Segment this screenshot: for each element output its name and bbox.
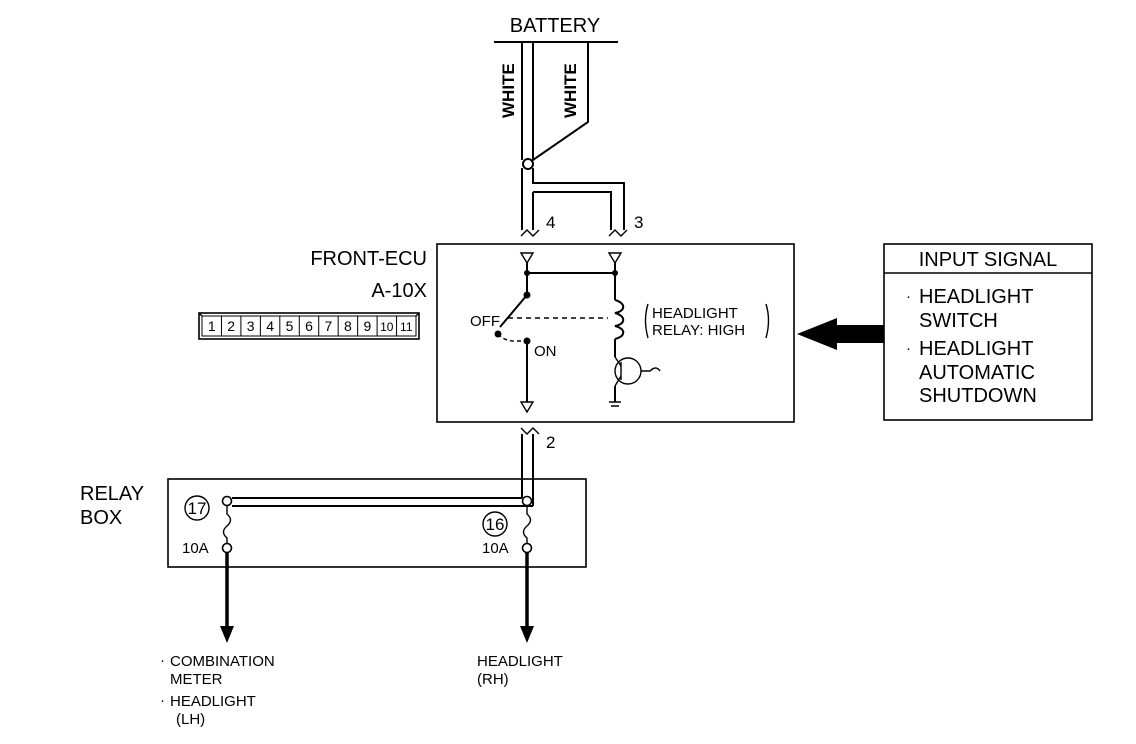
fuse-17-number: 17 [188,499,207,518]
ecu-terminal-3 [607,252,623,265]
output-arrow-right [520,626,534,643]
relay-box [167,478,587,568]
fuse-17-rating: 10A [182,540,209,557]
input-signal-arrow [797,318,884,350]
ecu-terminal-2 [519,401,535,414]
output-left-line1: COMBINATION [170,653,275,670]
connector-pin-6: 6 [305,318,313,334]
output-left-bullet-1: · [160,652,165,669]
driver-transistor [614,356,661,387]
switch-off-label: OFF [470,313,500,330]
connector-pin-11: 11 [400,320,413,334]
fuse-17-bottom-terminal [221,542,233,554]
connector-pin-10: 10 [380,320,394,334]
fuse-16-rating: 10A [482,540,509,557]
front-ecu-label: FRONT-ECU [310,248,427,270]
fuse-16-number-circle [482,511,508,537]
front-ecu-box [436,243,795,423]
relay-coil [614,299,625,340]
connector-pin-8: 8 [344,318,352,334]
connector-code: A-10X [371,280,427,302]
fuse-16-number: 16 [486,515,505,534]
output-left-line2: METER [170,671,223,688]
fuse-16-bottom-terminal [521,542,533,554]
fuse-17-element [222,506,232,543]
connector-pin-3: 3 [247,318,255,334]
input-signal-box [883,243,1093,421]
wire-color-left: WHITE [499,63,518,118]
connector-pin-4: 4 [266,318,274,334]
pin-2-number: 2 [546,433,555,452]
pin-4-number: 4 [546,213,555,232]
splice-point [522,158,534,170]
output-left-line3: HEADLIGHT [170,693,256,710]
fuse-16-element [522,506,532,543]
fuse-17-number-circle [184,495,210,521]
connector-pin-7: 7 [325,318,333,334]
relay-label-bracket-right [765,303,770,339]
white-wire-right [532,42,589,162]
wire-to-pin-3-inner [533,191,612,230]
input-item-1-line2: SWITCH [919,310,998,332]
relay-label-bracket-left [644,303,649,339]
input-item-2-line1: HEADLIGHT [919,338,1033,360]
input-item-2-line2: AUTOMATIC [919,362,1035,384]
relay-label-line2: RELAY: HIGH [652,322,745,339]
pin-4-connector-mark [520,229,540,237]
pin-3-connector-mark [608,229,628,237]
fuse-16-top-terminal [521,495,533,507]
fuse-17-top-terminal [221,495,233,507]
switch-on-label: ON [534,343,557,360]
pin-2-connector-mark [520,427,540,435]
ecu-terminal-4 [519,252,535,265]
relay-switch-arm [499,294,528,328]
input-bullet-1: · [906,288,911,305]
wire-color-right: WHITE [561,63,580,118]
junction-dot-left [524,270,530,276]
connector-pin-5: 5 [286,318,294,334]
output-arrow-left [220,626,234,643]
input-signal-title: INPUT SIGNAL [919,249,1058,271]
output-right-line1: HEADLIGHT [477,653,563,670]
input-bullet-2: · [906,340,911,357]
relay-box-label-line1: RELAY [80,483,144,505]
connector-pin-9: 9 [363,318,371,334]
output-left-bullet-2: · [160,692,165,709]
ground-symbol [609,401,621,407]
input-item-2-line3: SHUTDOWN [919,385,1037,407]
switch-on-dashed [497,333,527,342]
wire-to-pin-3-outer [532,168,625,230]
connector-pin-2: 2 [227,318,235,334]
ecu-internal-bus [527,263,616,274]
relay-box-label-line2: BOX [80,507,122,529]
output-right-line2: (RH) [477,671,509,688]
pin-3-number: 3 [634,213,643,232]
input-item-1-line1: HEADLIGHT [919,286,1033,308]
relay-label-line1: HEADLIGHT [652,305,738,322]
connector-pin-1: 1 [208,318,216,334]
output-left-line4: (LH) [176,711,205,728]
battery-label: BATTERY [510,15,600,37]
